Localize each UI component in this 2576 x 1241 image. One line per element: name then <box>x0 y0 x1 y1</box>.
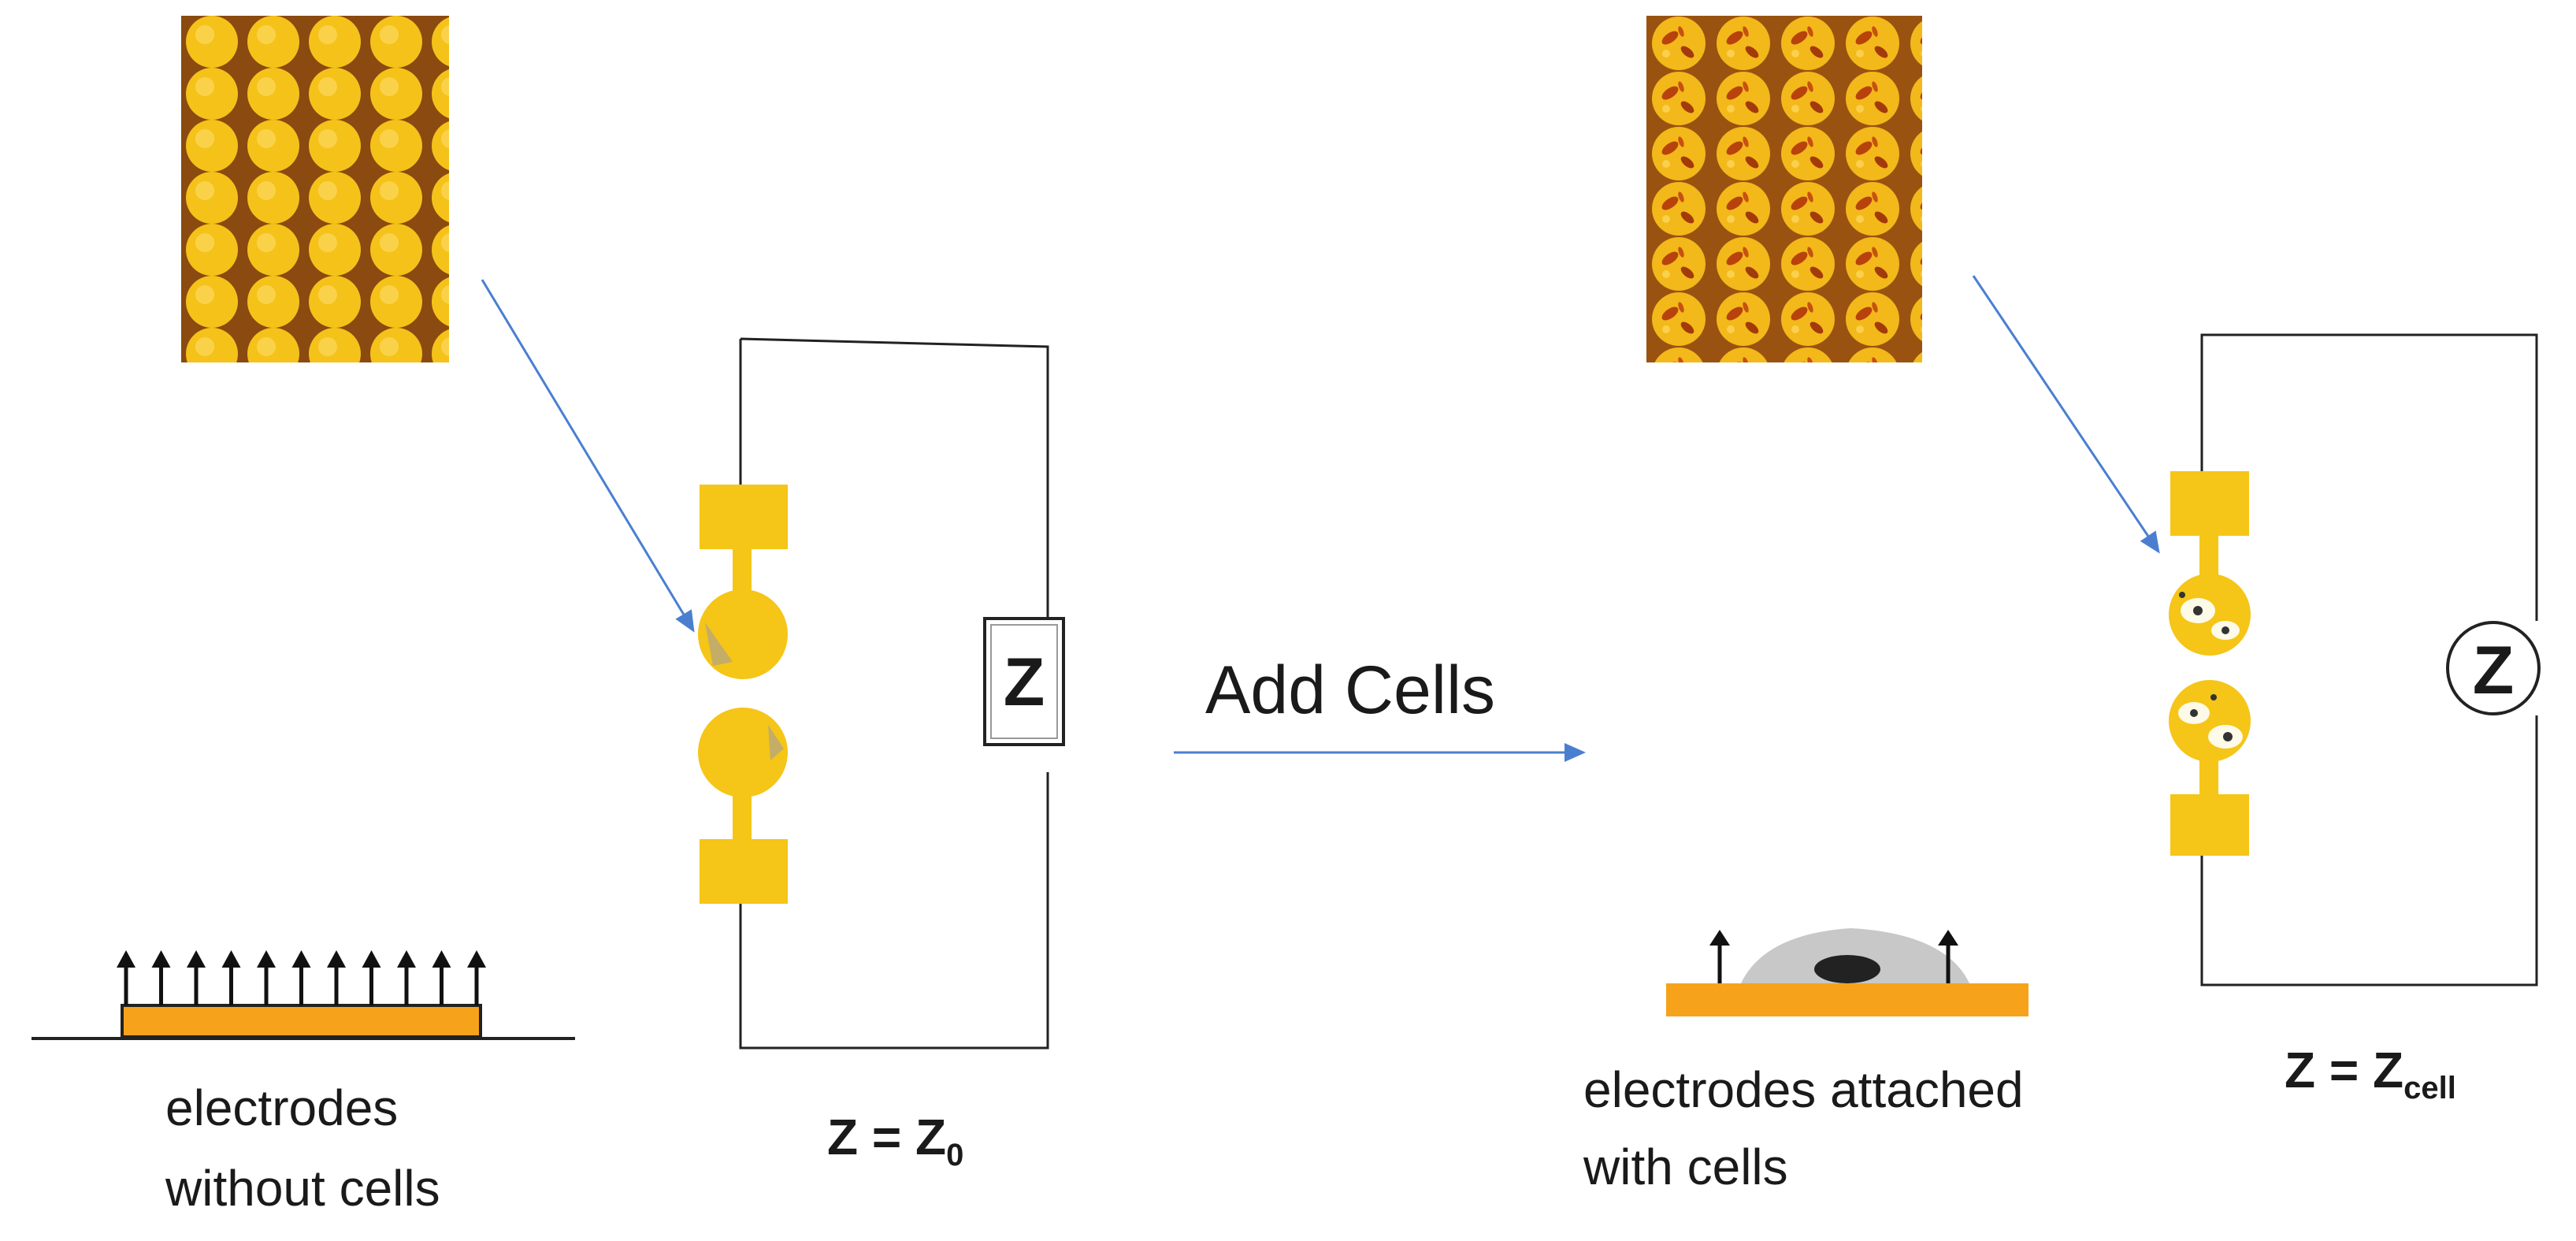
formula-zcell-sub: cell <box>2403 1071 2456 1105</box>
right-panel: Z Z = Zcell electrodes attached with cel… <box>1583 16 2541 1195</box>
formula-z0-main: Z = Z <box>827 1109 946 1165</box>
caption-cells-line1: electrodes attached <box>1583 1061 2024 1118</box>
electrode-assembly-bare <box>698 485 788 904</box>
left-panel: Z Z = Z0 electrodes without cells <box>32 16 1065 1217</box>
formula-zcell: Z = Zcell <box>2285 1042 2456 1105</box>
field-arrow-left-10 <box>432 950 451 1005</box>
formula-zcell-main: Z = Z <box>2285 1042 2403 1098</box>
electrode-micrograph-cells <box>1646 16 1922 362</box>
caption-bare-line1: electrodes <box>165 1079 398 1136</box>
cross-section-bare <box>32 950 575 1040</box>
field-arrow-left-3 <box>187 950 206 1005</box>
field-arrow-left-9 <box>397 950 416 1005</box>
field-arrow-left-6 <box>291 950 311 1005</box>
field-arrow-left-4 <box>221 950 241 1005</box>
field-arrow-left-8 <box>362 950 381 1005</box>
caption-cells-line2: with cells <box>1583 1139 1788 1195</box>
substrate-bar-right <box>1666 983 2029 1016</box>
impedance-meter-circle: Z <box>2446 621 2541 715</box>
pointer-arrow-right <box>1972 275 2160 554</box>
field-arrow-left-2 <box>151 950 171 1005</box>
formula-z0: Z = Z0 <box>827 1109 963 1172</box>
substrate-bar-left <box>121 1004 482 1039</box>
field-arrow-right-1 <box>1709 930 1730 983</box>
formula-z0-sub: 0 <box>946 1138 963 1172</box>
field-arrows-left <box>117 950 486 1005</box>
add-cells-label: Add Cells <box>1205 652 1495 728</box>
caption-bare-line2: without cells <box>165 1160 440 1217</box>
impedance-meter-box: Z <box>983 617 1065 746</box>
field-arrow-left-5 <box>257 950 276 1005</box>
transition: Add Cells <box>1174 652 1586 762</box>
electrode-micrograph-bare <box>181 16 449 362</box>
impedance-symbol-right: Z <box>2473 633 2515 708</box>
circuit-wire-left <box>739 337 1049 1050</box>
electrode-assembly-cells <box>2169 471 2251 856</box>
field-arrow-right-2 <box>1938 930 1958 983</box>
field-arrow-left-11 <box>467 950 486 1005</box>
cross-section-cells <box>1666 928 2029 1016</box>
field-arrow-left-7 <box>327 950 346 1005</box>
circuit-wire-right <box>2200 333 2538 986</box>
field-arrow-left-1 <box>117 950 135 1005</box>
pointer-arrow-left <box>481 279 695 633</box>
cell-nucleus <box>1814 955 1880 983</box>
impedance-symbol-left: Z <box>1004 645 1045 720</box>
